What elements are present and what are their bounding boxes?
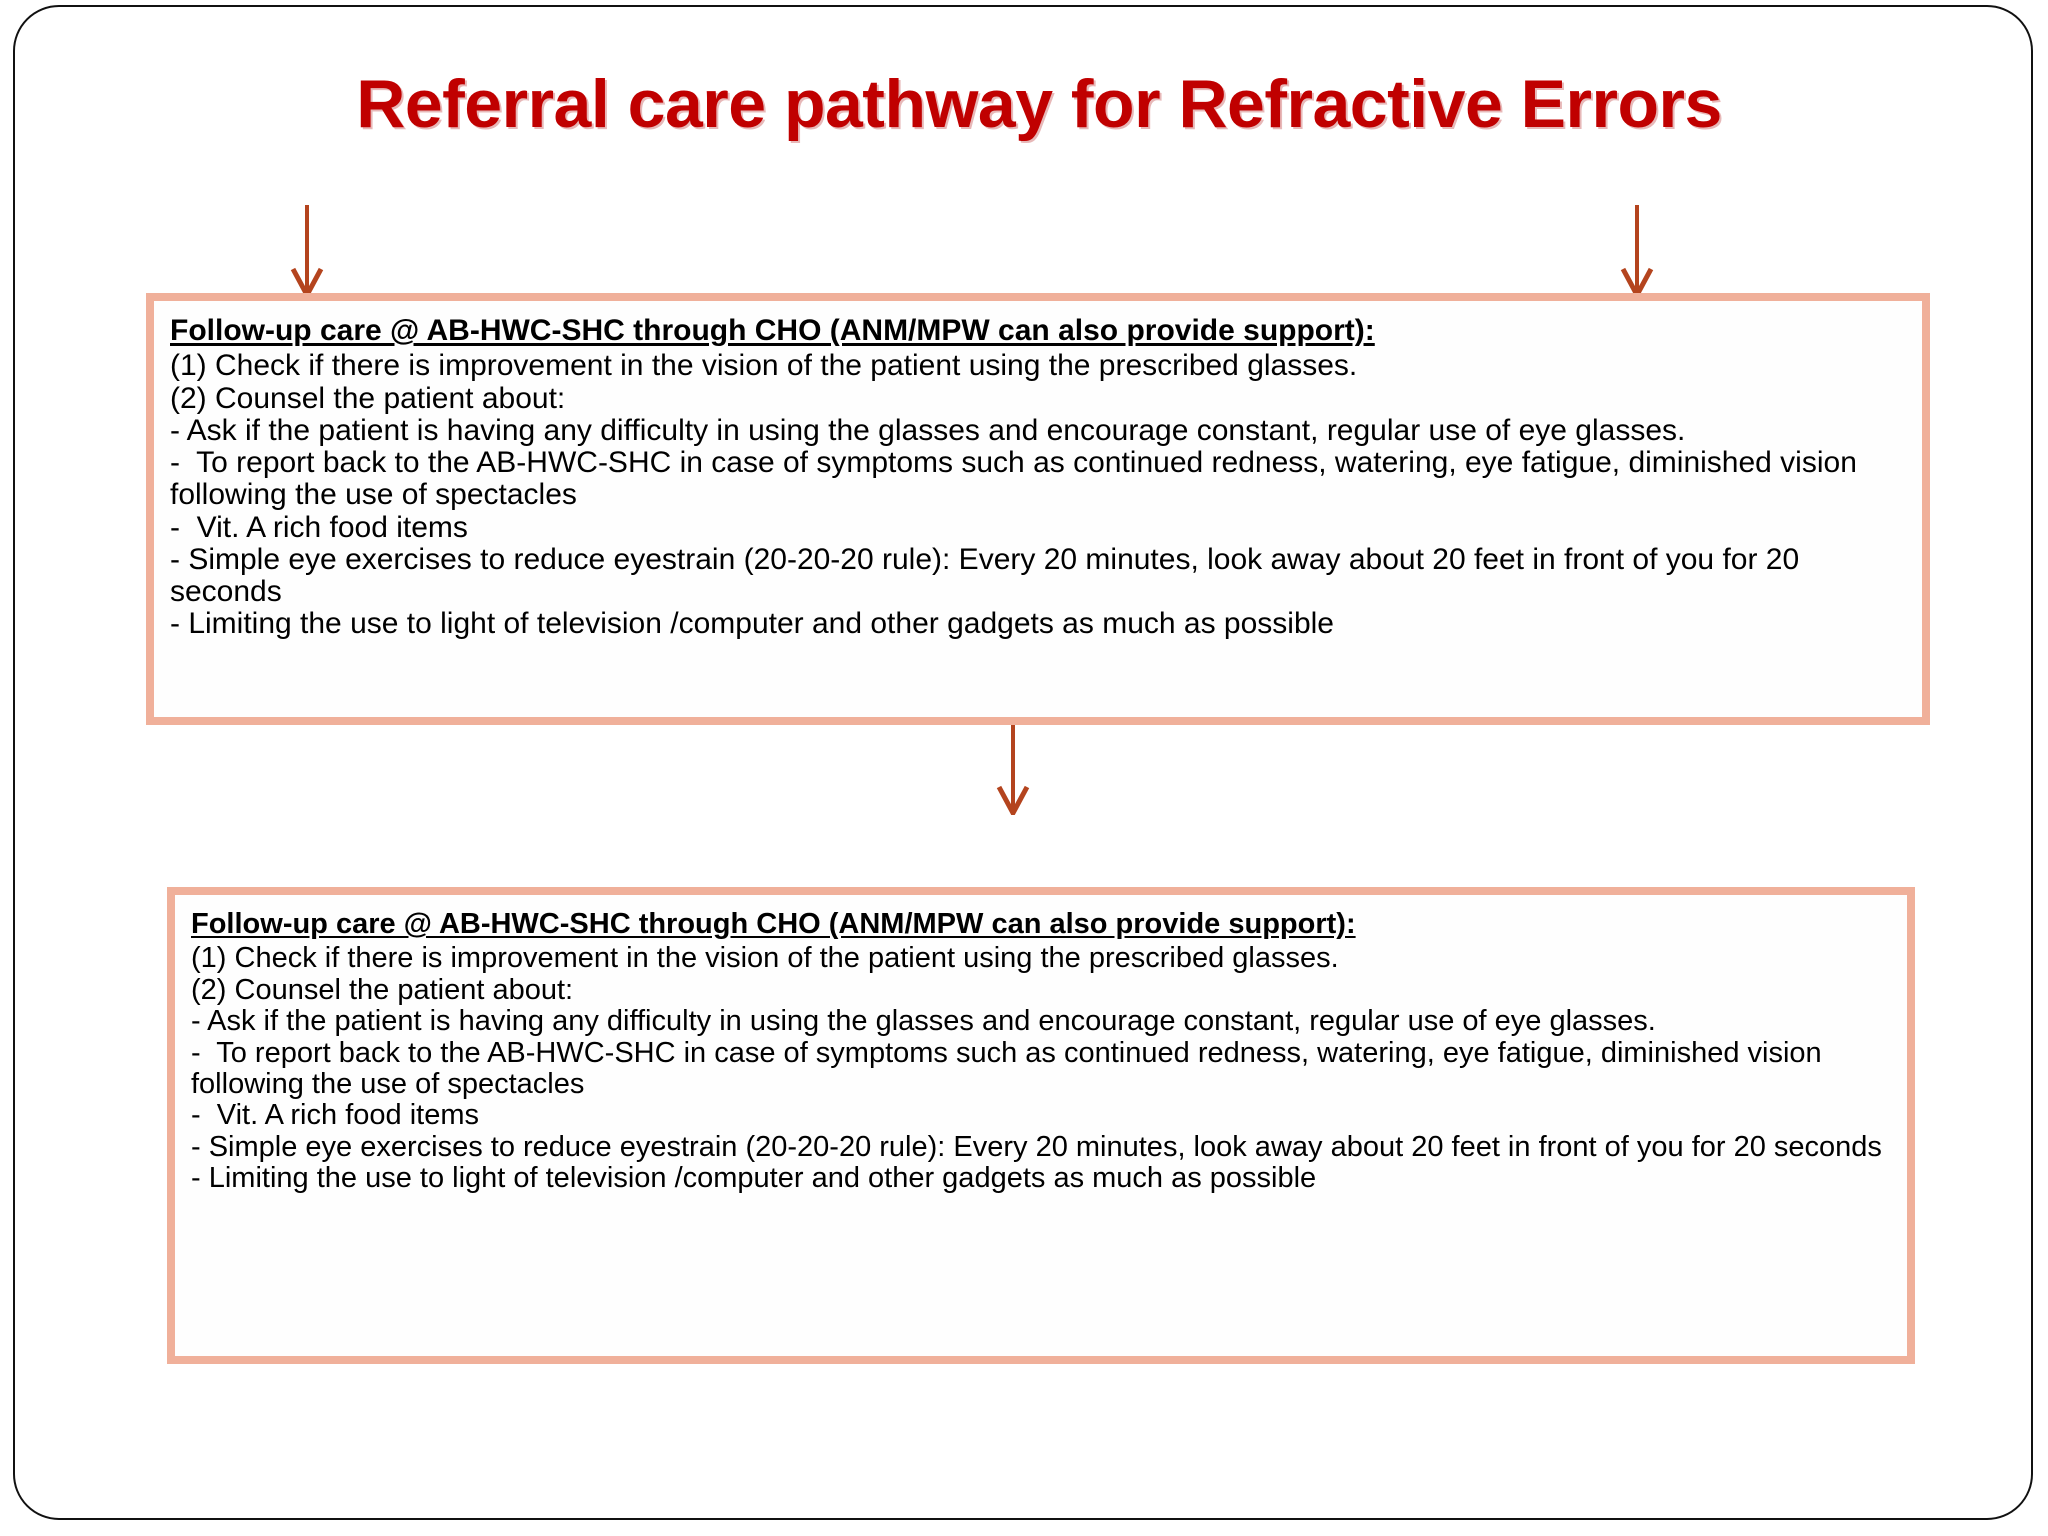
arrow-down-left-icon	[287, 205, 327, 297]
box-1-line-6: - Simple eye exercises to reduce eyestra…	[170, 542, 1808, 609]
slide-frame: Referral care pathway for Refractive Err…	[13, 5, 2033, 1520]
box-1-heading: Follow-up care @ AB-HWC-SHC through CHO …	[170, 314, 1375, 347]
box-2-heading: Follow-up care @ AB-HWC-SHC through CHO …	[191, 908, 1356, 940]
box-2-line-3: - Ask if the patient is having any diffi…	[191, 1005, 1656, 1038]
arrow-down-right-icon	[1617, 205, 1657, 297]
arrow-down-middle-icon	[993, 725, 1033, 815]
follow-up-care-box-1: Follow-up care @ AB-HWC-SHC through CHO …	[146, 293, 1930, 725]
box-2-line-2: (2) Counsel the patient about:	[191, 973, 574, 1006]
box-1-line-3: - Ask if the patient is having any diffi…	[170, 413, 1686, 447]
box-1-line-4: - To report back to the AB-HWC-SHC in ca…	[170, 446, 1866, 512]
box-1-line-2: (2) Counsel the patient about:	[170, 381, 566, 415]
box-2-line-6: - Simple eye exercises to reduce eyestra…	[191, 1130, 1882, 1163]
box-2-line-4: - To report back to the AB-HWC-SHC in ca…	[191, 1036, 1830, 1101]
box-2-line-7: - Limiting the use to light of televisio…	[191, 1162, 1317, 1195]
follow-up-care-box-2: Follow-up care @ AB-HWC-SHC through CHO …	[167, 887, 1915, 1364]
box-2-line-1: (1) Check if there is improvement in the…	[191, 942, 1339, 975]
box-1-line-7: - Limiting the use to light of televisio…	[170, 607, 1334, 641]
box-1-line-5: - Vit. A rich food items	[170, 510, 468, 544]
page-title: Referral care pathway for Refractive Err…	[356, 66, 1722, 142]
box-1-line-1: (1) Check if there is improvement in the…	[170, 349, 1358, 383]
box-2-line-5: - Vit. A rich food items	[191, 1099, 479, 1132]
